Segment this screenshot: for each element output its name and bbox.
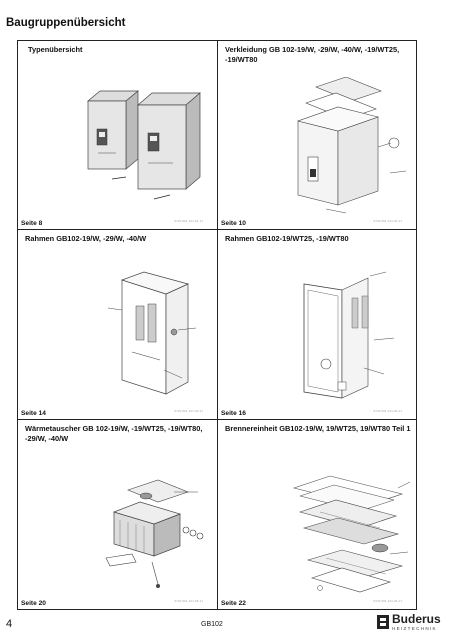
brand-subtitle: HEIZTECHNIK	[392, 626, 437, 631]
cell-title: Rahmen GB102-19/W, -29/W, -40/W	[25, 234, 147, 243]
cell-heat-exchanger[interactable]: Wärmetauscher GB 102-19/W, -19/WT25, -19…	[18, 420, 217, 609]
buderus-logo: Buderus HEIZTECHNIK	[376, 612, 446, 634]
cell-type-overview[interactable]: Typenübersicht Seite 8 6720 601 221-01.1…	[18, 41, 217, 229]
assembly-overview-grid: Typenübersicht Seite 8 6720 601 221-01.1…	[17, 40, 417, 610]
boiler-types-drawing	[87, 90, 201, 200]
grid-divider-row-1	[18, 229, 416, 230]
frame-wt-drawing	[303, 271, 395, 399]
heat-exchanger-drawing	[105, 479, 204, 588]
cell-casing[interactable]: Verkleidung GB 102-19/W, -29/W, -40/W, -…	[218, 41, 416, 229]
cell-burner-unit[interactable]: Brennereinheit GB102-19/W, 19/WT25, 19/W…	[218, 420, 416, 609]
burner-unit-drawing	[292, 475, 411, 593]
page-reference[interactable]: Seite 8	[21, 220, 43, 227]
page-number: 4	[6, 618, 13, 630]
cell-title: Rahmen GB102-19/WT25, -19/WT80	[225, 234, 349, 243]
cell-frame-wt[interactable]: Rahmen GB102-19/WT25, -19/WT80 Seite 16 …	[218, 230, 416, 419]
page-reference[interactable]: Seite 10	[221, 220, 246, 227]
page-title: Baugruppenübersicht	[6, 17, 126, 29]
frame-w-drawing	[107, 271, 197, 395]
drawing-code: 6720 601 221-01.1J	[174, 219, 203, 223]
drawing-code: 6720 601 221-06.1J	[373, 599, 402, 603]
brand-name: Buderus	[392, 612, 441, 626]
page-reference[interactable]: Seite 14	[21, 410, 46, 417]
cell-title: Verkleidung GB 102-19/W, -29/W, -40/W, -…	[225, 45, 400, 64]
cell-frame-w[interactable]: Rahmen GB102-19/W, -29/W, -40/W Seite 14…	[18, 230, 217, 419]
grid-divider-vertical	[217, 41, 218, 609]
drawing-code: 6720 601 221-05.1J	[174, 599, 203, 603]
drawing-code: 6720 601 221-04.1J	[373, 409, 402, 413]
cell-title: Typenübersicht	[28, 45, 83, 54]
document-id: GB102	[201, 621, 223, 628]
page-reference[interactable]: Seite 20	[21, 600, 46, 607]
cell-title: Wärmetauscher GB 102-19/W, -19/WT25, -19…	[25, 424, 203, 443]
page-reference[interactable]: Seite 16	[221, 410, 246, 417]
casing-exploded-drawing	[296, 77, 407, 214]
cell-title: Brennereinheit GB102-19/W, 19/WT25, 19/W…	[225, 424, 411, 433]
grid-divider-row-2	[18, 419, 416, 420]
page-reference[interactable]: Seite 22	[221, 600, 246, 607]
drawing-code: 6720 601 221-03.1J	[174, 409, 203, 413]
buderus-logo-mark-icon	[377, 615, 389, 629]
drawing-code: 6720 601 221-02.1J	[373, 219, 402, 223]
